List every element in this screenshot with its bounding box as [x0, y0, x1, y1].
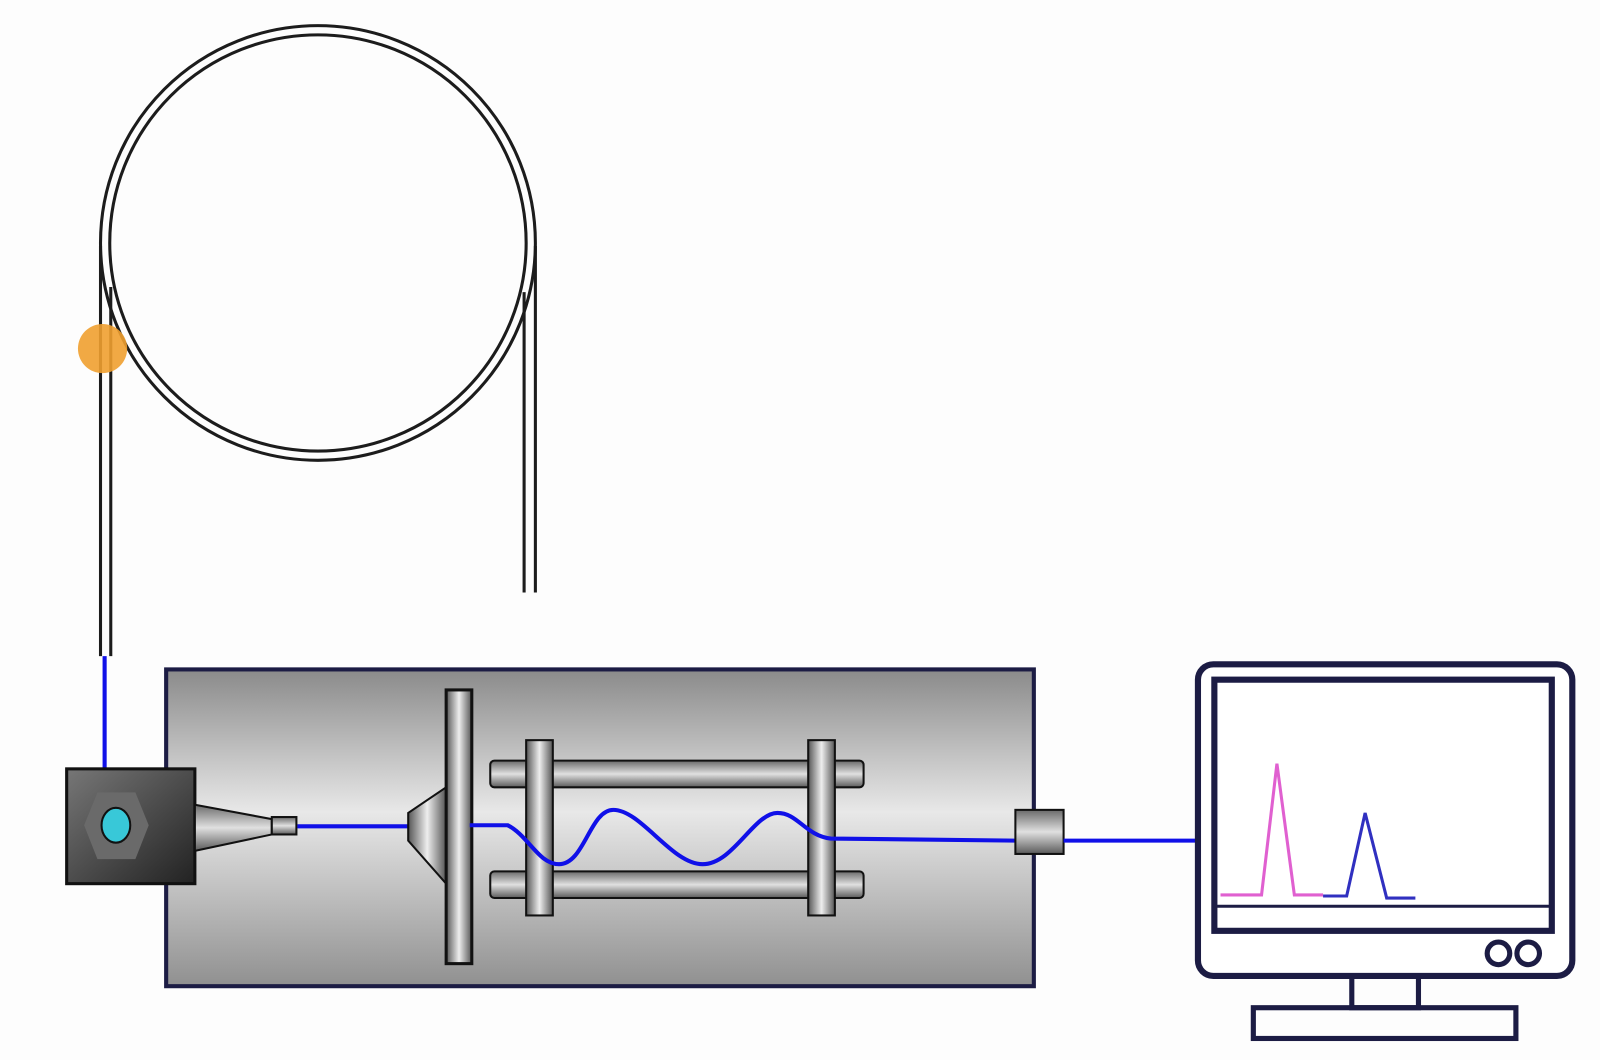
coil-outer-ring [98, 24, 537, 462]
monitor-stand-base [1250, 1005, 1519, 1042]
quadrupole [489, 739, 865, 917]
injector [65, 767, 298, 886]
computer-monitor [1194, 661, 1576, 1042]
inlet-port-icon [100, 806, 132, 844]
ion-trajectory [469, 807, 1016, 867]
coil-inner-ring [108, 33, 528, 453]
monitor-knob-1 [1484, 939, 1513, 968]
monitor-screen [1211, 676, 1555, 934]
monitor-stand-neck [1349, 973, 1422, 1011]
ion-lens-plate [444, 688, 474, 966]
transfer-line-tip [270, 816, 298, 836]
sample-dot [77, 323, 128, 374]
chromatogram-peak-1 [1220, 763, 1324, 897]
quadrupole-rod-top [489, 759, 865, 789]
quadrupole-bracket-right [807, 739, 836, 917]
monitor-knob-2 [1514, 939, 1543, 968]
chromatogram-peak-2 [1323, 812, 1416, 900]
detector-connector [1014, 808, 1065, 855]
column-coil [98, 24, 537, 657]
quadrupole-rod-bottom [489, 870, 865, 900]
quadrupole-bracket-left [525, 739, 554, 917]
